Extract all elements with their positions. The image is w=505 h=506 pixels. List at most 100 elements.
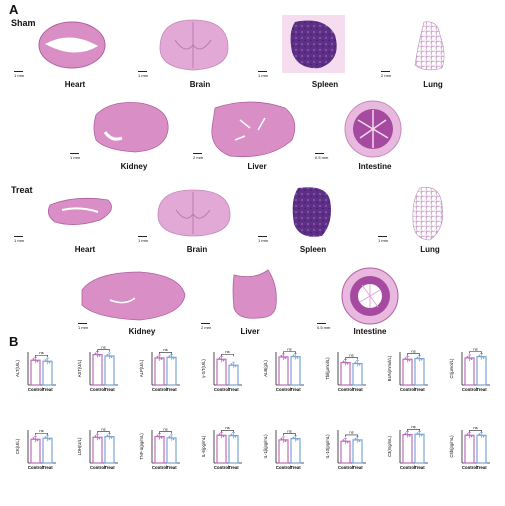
significance-bracket: [159, 351, 172, 355]
x-tick-label: Treat: [166, 387, 177, 392]
data-point: [232, 434, 235, 437]
data-point: [158, 435, 161, 438]
data-point: [420, 434, 423, 437]
panel-a-letter: A: [9, 2, 19, 17]
y-axis-label: IL-6(pg/mL): [201, 435, 206, 457]
bar: [352, 362, 363, 386]
bar: [340, 440, 351, 464]
data-point: [282, 356, 285, 358]
significance-bracket: [345, 434, 358, 437]
data-point: [172, 438, 175, 441]
x-tick-label: Treat: [228, 387, 239, 392]
scale-bar: 2 mm: [201, 325, 211, 330]
data-point: [358, 440, 361, 442]
sham-spleen-image: [282, 15, 345, 73]
y-axis-label: ALT(U/L): [15, 360, 20, 377]
bar: [216, 358, 227, 386]
significance-bracket: [469, 351, 482, 354]
treat-spleen-image: [292, 187, 331, 237]
data-point: [48, 361, 51, 364]
significance-bracket: [159, 431, 172, 434]
sham-organ-label: Spleen: [311, 80, 339, 89]
bar: [414, 433, 425, 464]
significance-bracket: [97, 349, 110, 352]
data-point: [170, 437, 173, 439]
significance-bracket: [35, 432, 48, 436]
treat-intestine-image: [341, 267, 399, 325]
data-point: [160, 358, 163, 361]
histology-images: [38, 15, 445, 325]
data-point: [482, 435, 485, 438]
scale-bar: 1 mm: [138, 238, 148, 243]
scale-bar: 1 mm: [14, 238, 24, 243]
bar: [278, 356, 289, 386]
scale-bar: 0.5 mm: [317, 325, 331, 330]
significance-bracket: [221, 353, 234, 357]
bar: [464, 434, 475, 464]
data-point: [220, 358, 223, 361]
x-tick-label: Control: [276, 465, 291, 470]
y-axis-label: LDH(U/L): [77, 437, 82, 455]
significance-label: ns: [101, 344, 105, 349]
data-point: [408, 359, 411, 362]
scale-bar: 1 mm: [78, 325, 88, 330]
data-point: [106, 353, 109, 356]
data-point: [420, 358, 423, 361]
data-point: [234, 365, 237, 368]
data-point: [408, 434, 411, 437]
sham-brain-image: [159, 19, 229, 71]
data-point: [108, 355, 111, 357]
x-tick-label: Treat: [228, 465, 239, 470]
data-point: [170, 356, 173, 359]
y-axis-label: AST(U/L): [77, 359, 82, 377]
data-point: [356, 439, 359, 441]
data-point: [468, 434, 471, 437]
treat-heart-image: [47, 197, 112, 225]
treat-organ-label: Lung: [420, 245, 440, 254]
data-point: [342, 360, 345, 363]
data-point: [48, 438, 51, 441]
treat-organ-label: Kidney: [128, 327, 156, 336]
data-point: [172, 357, 175, 360]
data-point: [478, 433, 481, 435]
data-point: [156, 355, 159, 358]
data-point: [218, 357, 221, 359]
bar: [290, 437, 301, 464]
bar: [104, 355, 115, 386]
data-point: [232, 364, 235, 367]
data-point: [98, 354, 101, 357]
y-axis-label: CK(U/L): [15, 438, 20, 454]
bar: [216, 434, 227, 464]
sham-organ-label: Intestine: [358, 162, 392, 171]
data-point: [482, 356, 485, 359]
significance-label: ns: [101, 426, 105, 431]
data-point: [34, 359, 37, 362]
bar: [30, 438, 41, 464]
data-point: [478, 354, 481, 357]
scale-bar: 1 mm: [258, 238, 268, 243]
significance-label: ns: [225, 425, 229, 430]
significance-label: ns: [39, 428, 43, 433]
x-tick-label: Control: [462, 387, 477, 392]
x-tick-label: Control: [400, 387, 415, 392]
data-point: [480, 434, 483, 437]
treat-liver-image: [232, 269, 277, 319]
bar: [42, 360, 53, 386]
data-point: [36, 439, 39, 442]
data-point: [168, 435, 171, 438]
y-axis-label: TNF-α(pg/mL): [139, 433, 144, 460]
treat-label: Treat: [11, 185, 33, 195]
bar: [476, 434, 487, 464]
x-tick-label: Treat: [42, 465, 53, 470]
scale-bar: 1 mm: [378, 238, 388, 243]
data-point: [34, 438, 37, 441]
y-axis-label: γ-GT(U/L): [201, 359, 206, 378]
significance-bracket: [35, 354, 48, 358]
scale-bar: 0.5 mm: [315, 155, 329, 160]
x-tick-label: Treat: [352, 465, 363, 470]
significance-label: ns: [411, 424, 415, 429]
y-axis-label: ALP(U/L): [139, 359, 144, 377]
significance-bracket: [97, 431, 110, 434]
bar: [228, 435, 239, 464]
data-point: [296, 356, 299, 359]
